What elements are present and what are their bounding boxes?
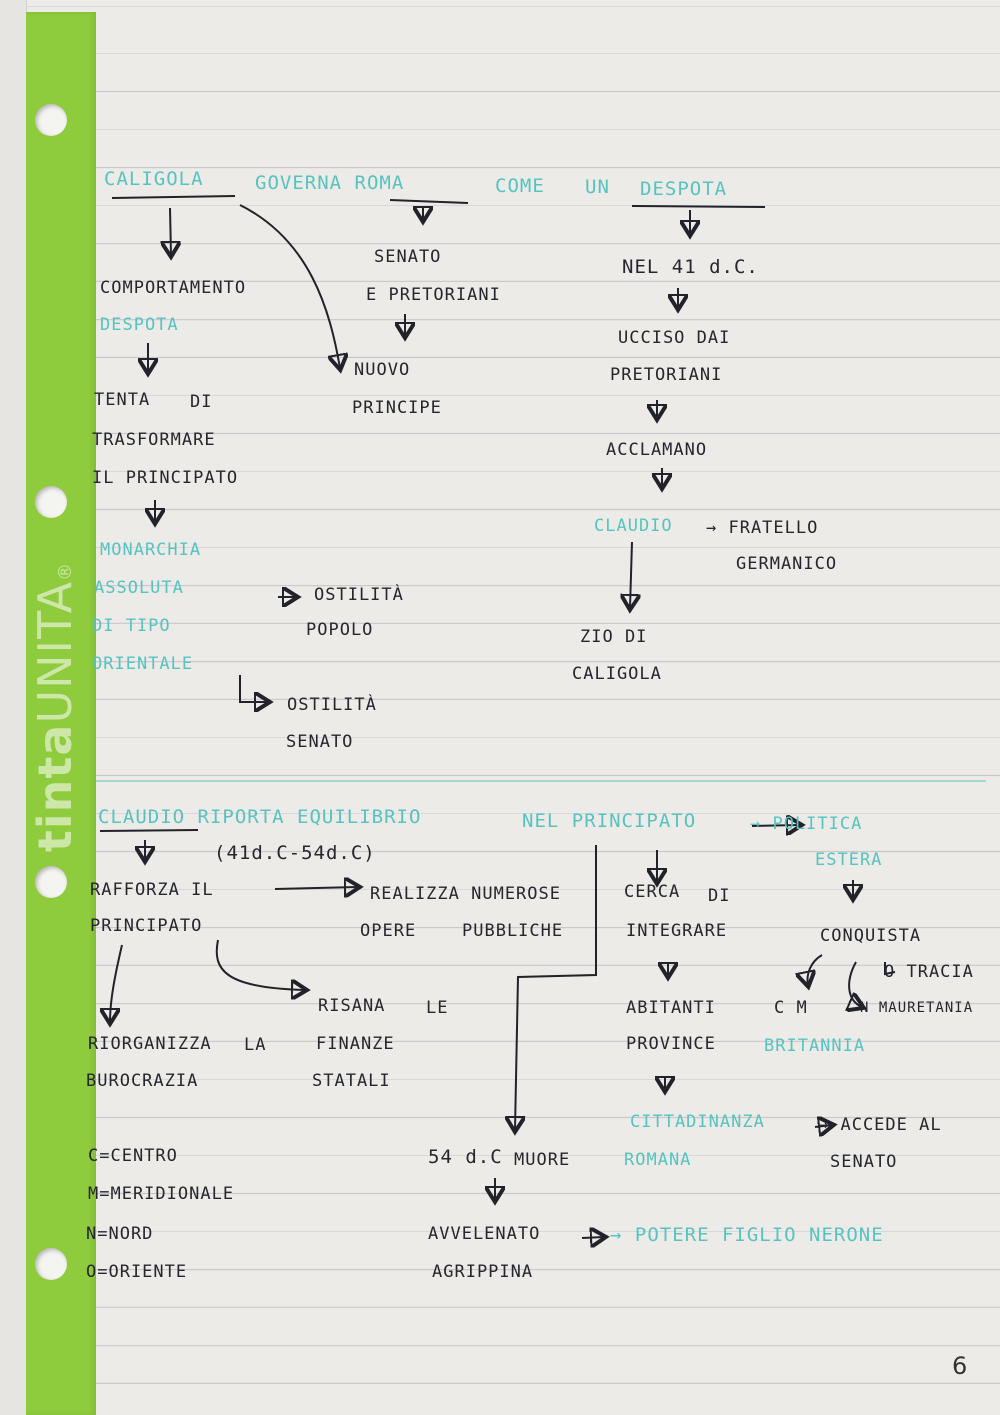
page-number: 6 bbox=[952, 1352, 968, 1380]
title-estera: ESTERA bbox=[815, 850, 883, 870]
text-cm: C M bbox=[774, 998, 808, 1018]
text-nuovo: NUOVO bbox=[354, 360, 411, 380]
title-politica: → POLITICA bbox=[750, 814, 863, 834]
text-cerca: CERCA bbox=[624, 882, 681, 902]
text-la: LA bbox=[244, 1035, 267, 1055]
text-finanze: FINANZE bbox=[316, 1034, 395, 1054]
text-dates: (41d.C-54d.C) bbox=[214, 842, 376, 864]
text-potere-figlio-nerone: → POTERE FIGLIO NERONE bbox=[610, 1224, 884, 1246]
text-trasformare: TRASFORMARE bbox=[92, 430, 216, 450]
text-abitanti: ABITANTI bbox=[626, 998, 716, 1018]
text-tenta: TENTA bbox=[94, 390, 151, 410]
title-caligola: CALIGOLA bbox=[104, 168, 204, 190]
text-nel-41dc: NEL 41 d.C. bbox=[622, 256, 759, 278]
binder-hole-icon bbox=[35, 866, 67, 898]
text-assoluta: ASSOLUTA bbox=[94, 578, 184, 598]
text-pubbliche: PUBBLICHE bbox=[462, 921, 564, 941]
text-di-2: DI bbox=[708, 886, 731, 906]
text-ostilita-senato-1: OSTILITÀ bbox=[287, 695, 377, 715]
title-claudio-riporta-equilibrio: CLAUDIO RIPORTA EQUILIBRIO bbox=[98, 806, 422, 828]
text-54dc: 54 d.C bbox=[428, 1146, 503, 1168]
text-caligola-2: CALIGOLA bbox=[572, 664, 662, 684]
text-il-principato: IL PRINCIPATO bbox=[92, 468, 239, 488]
text-britannia: BRITANNIA bbox=[764, 1036, 866, 1056]
text-monarchia: MONARCHIA bbox=[100, 540, 202, 560]
text-ucciso-dai: UCCISO DAI bbox=[618, 328, 731, 348]
title-nel-principato: NEL PRINCIPATO bbox=[522, 810, 697, 832]
text-senato-3: SENATO bbox=[830, 1152, 898, 1172]
text-romana: ROMANA bbox=[624, 1150, 692, 1170]
text-agrippina: AGRIPPINA bbox=[432, 1262, 534, 1282]
text-comportamento: COMPORTAMENTO bbox=[100, 278, 247, 298]
text-di: DI bbox=[190, 392, 213, 412]
text-rafforza-il: RAFFORZA IL bbox=[90, 880, 214, 900]
section-divider bbox=[96, 780, 986, 782]
title-governa-roma: GOVERNA ROMA bbox=[255, 172, 405, 194]
binder-hole-icon bbox=[35, 1248, 67, 1280]
legend-centro: C=CENTRO bbox=[88, 1146, 178, 1166]
text-principato: PRINCIPATO bbox=[90, 916, 203, 936]
text-despota: DESPOTA bbox=[100, 315, 179, 335]
text-senato: SENATO bbox=[374, 247, 442, 267]
text-risana: RISANA bbox=[318, 996, 386, 1016]
title-come: COME bbox=[495, 175, 545, 197]
text-statali: STATALI bbox=[312, 1071, 391, 1091]
legend-nord: N=NORD bbox=[86, 1224, 154, 1244]
text-riorganizza: RIORGANIZZA bbox=[88, 1034, 212, 1054]
text-province: PROVINCE bbox=[626, 1034, 716, 1054]
text-principe: PRINCIPE bbox=[352, 398, 442, 418]
text-o-tracia: O TRACIA bbox=[884, 962, 974, 982]
text-le: LE bbox=[426, 998, 449, 1018]
text-integrare: INTEGRARE bbox=[626, 921, 728, 941]
text-e-pretoriani: E PRETORIANI bbox=[366, 285, 501, 305]
text-opere: OPERE bbox=[360, 921, 417, 941]
text-germanico: GERMANICO bbox=[736, 554, 838, 574]
binder-hole-icon bbox=[35, 486, 67, 518]
text-avvelenato: AVVELENATO bbox=[428, 1224, 541, 1244]
text-acclamano: ACCLAMANO bbox=[606, 440, 708, 460]
legend-meridionale: M=MERIDIONALE bbox=[88, 1184, 235, 1204]
legend-oriente: O=ORIENTE bbox=[86, 1262, 188, 1282]
text-cittadinanza: CITTADINANZA bbox=[630, 1112, 765, 1132]
text-ostilita-popolo-1: OSTILITÀ bbox=[314, 585, 404, 605]
text-zio-di: ZIO DI bbox=[580, 627, 648, 647]
text-claudio: CLAUDIO bbox=[594, 516, 673, 536]
text-fratello: → FRATELLO bbox=[706, 518, 819, 538]
text-accede-al: → ACCEDE AL bbox=[818, 1115, 942, 1135]
text-orientale: ORIENTALE bbox=[92, 654, 194, 674]
title-despota: DESPOTA bbox=[640, 178, 728, 200]
text-di-tipo: DI TIPO bbox=[92, 616, 171, 636]
green-margin-band bbox=[26, 12, 96, 1415]
binder-hole-icon bbox=[35, 104, 67, 136]
text-popolo: POPOLO bbox=[306, 620, 374, 640]
text-realizza-numerose: REALIZZA NUMEROSE bbox=[370, 884, 561, 904]
text-muore: MUORE bbox=[514, 1150, 571, 1170]
text-burocrazia: BUROCRAZIA bbox=[86, 1071, 199, 1091]
text-pretoriani: PRETORIANI bbox=[610, 365, 723, 385]
text-n-mauretania: N MAURETANIA bbox=[860, 1000, 974, 1016]
title-un: UN bbox=[585, 176, 610, 198]
text-conquista: CONQUISTA bbox=[820, 926, 922, 946]
text-senato-2: SENATO bbox=[286, 732, 354, 752]
